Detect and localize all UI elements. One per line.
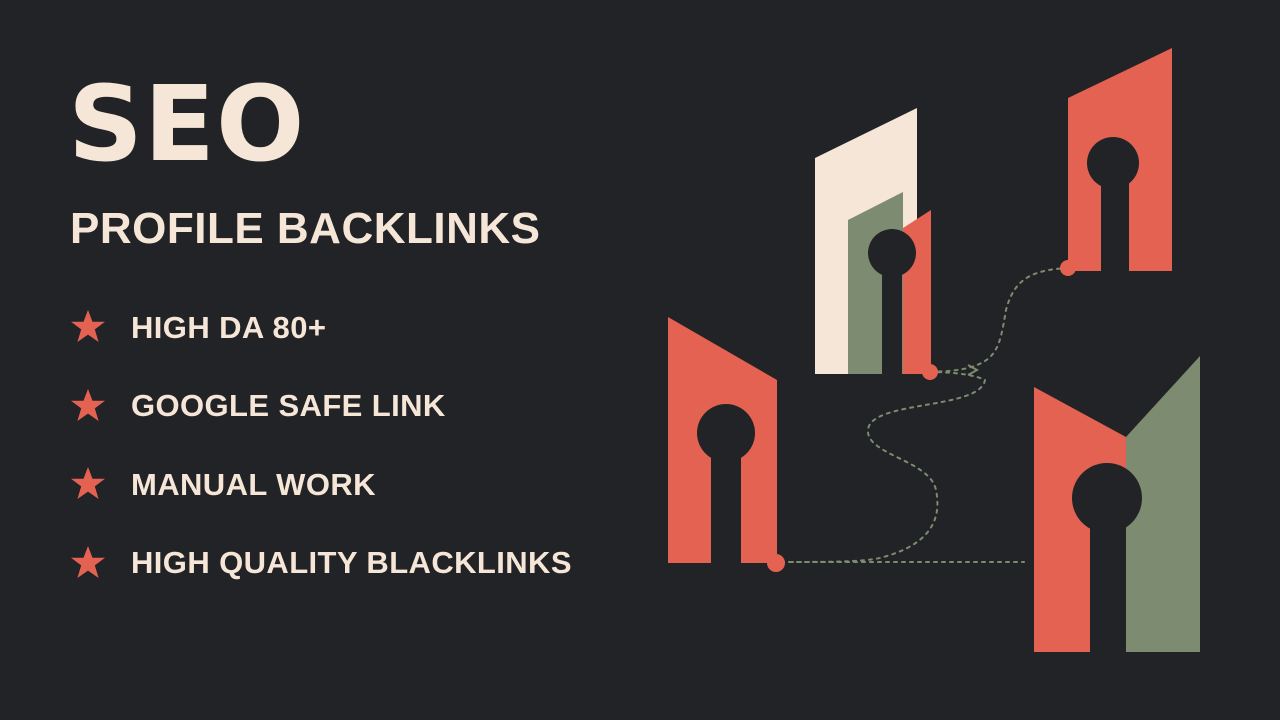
- feature-text: MANUAL WORK: [131, 466, 376, 502]
- feature-text: GOOGLE SAFE LINK: [131, 388, 446, 423]
- feature-list: HIGH DA 80+ GOOGLE SAFE LINK MANUAL WORK…: [68, 305, 572, 619]
- link-paths: [775, 267, 1069, 563]
- arrow-icon: [967, 364, 980, 376]
- feature-item: HIGH QUALITY BLACKLINKS: [68, 541, 572, 585]
- feature-text: HIGH DA 80+: [131, 309, 327, 345]
- link-path: [775, 371, 987, 563]
- star-icon: [71, 545, 105, 578]
- keyhole-building-icon: [1034, 356, 1200, 652]
- star-icon: [71, 467, 105, 499]
- feature-item: MANUAL WORK: [68, 462, 572, 506]
- star-icon: [71, 310, 105, 342]
- keyhole-building-icon: [1060, 48, 1172, 276]
- keyhole-building-icon: [815, 108, 938, 380]
- feature-text: HIGH QUALITY BLACKLINKS: [131, 545, 572, 580]
- link-node: [767, 554, 785, 572]
- link-node: [1060, 260, 1076, 276]
- link-node: [922, 364, 938, 380]
- star-icon: [71, 388, 105, 421]
- banner-subtitle: PROFILE BACKLINKS: [70, 204, 541, 253]
- feature-item: HIGH DA 80+: [68, 305, 572, 349]
- banner-title: SEO: [68, 63, 306, 185]
- feature-item: GOOGLE SAFE LINK: [68, 384, 572, 428]
- keyhole-building-icon: [668, 317, 785, 572]
- link-path: [929, 267, 1069, 373]
